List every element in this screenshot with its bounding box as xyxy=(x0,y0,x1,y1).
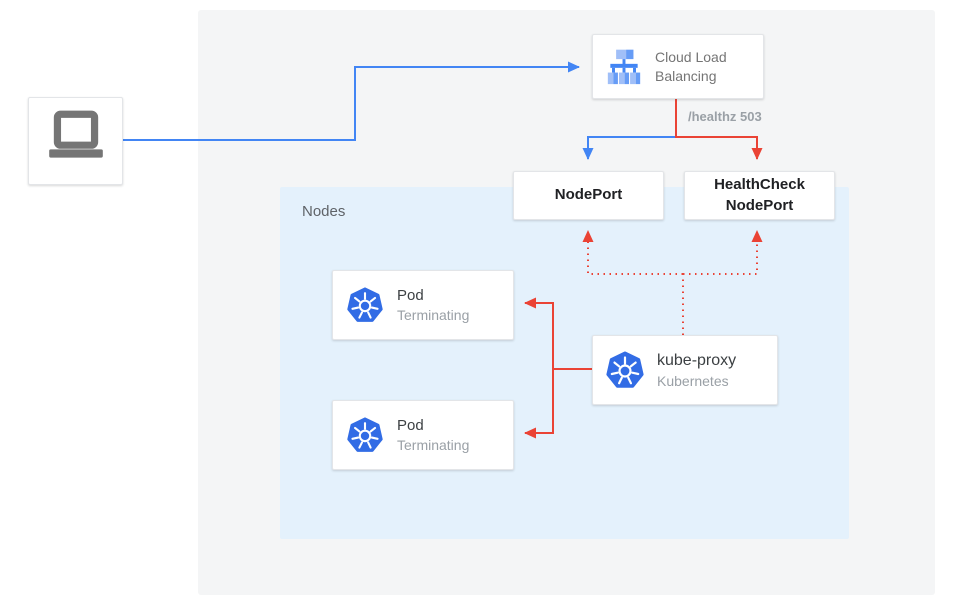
pod-2-status: Terminating xyxy=(397,437,470,454)
pod-2-text: Pod Terminating xyxy=(397,415,469,454)
edge-kubeproxy-to-nodeport xyxy=(582,230,683,275)
nodeport-label: NodePort xyxy=(554,186,623,204)
nodes-group-label: Nodes xyxy=(302,203,346,220)
cloud-load-balancing-node: Cloud Load Balancing xyxy=(592,34,764,99)
kubernetes-icon xyxy=(333,286,397,324)
edge-kubeproxy-to-hc-nodeport xyxy=(683,230,763,275)
cloud-load-balancing-icon xyxy=(593,46,655,88)
kube-proxy-node: kube-proxy Kubernetes xyxy=(592,335,778,405)
kube-proxy-sublabel: Kubernetes xyxy=(657,373,729,390)
edge-clb-to-nodeport xyxy=(582,136,676,160)
cloud-load-balancing-label: Cloud Load Balancing xyxy=(655,48,727,84)
kube-proxy-text: kube-proxy Kubernetes xyxy=(657,350,736,391)
healthcheck-nodeport-label: HealthCheck NodePort xyxy=(714,176,805,214)
kubernetes-icon xyxy=(333,416,397,454)
edge-clb-to-hc-nodeport xyxy=(675,97,763,160)
kubernetes-icon xyxy=(593,350,657,390)
pod-1-node: Pod Terminating xyxy=(332,270,514,340)
kube-proxy-label: kube-proxy xyxy=(657,351,737,369)
laptop-icon xyxy=(43,110,109,173)
healthcheck-nodeport-node: HealthCheck NodePort xyxy=(684,171,835,220)
pod-2-node: Pod Terminating xyxy=(332,400,514,470)
edge-client-to-clb xyxy=(121,61,580,141)
pod-1-status: Terminating xyxy=(397,307,470,324)
pod-2-label: Pod xyxy=(397,417,424,435)
client-node xyxy=(28,97,123,185)
pod-1-label: Pod xyxy=(397,287,424,305)
healthz-edge-label: /healthz 503 xyxy=(688,109,762,124)
edge-kubeproxy-to-pod1 xyxy=(524,297,554,369)
pod-1-text: Pod Terminating xyxy=(397,285,469,324)
edge-kubeproxy-to-pod2 xyxy=(524,369,554,439)
nodeport-node: NodePort xyxy=(513,171,664,220)
